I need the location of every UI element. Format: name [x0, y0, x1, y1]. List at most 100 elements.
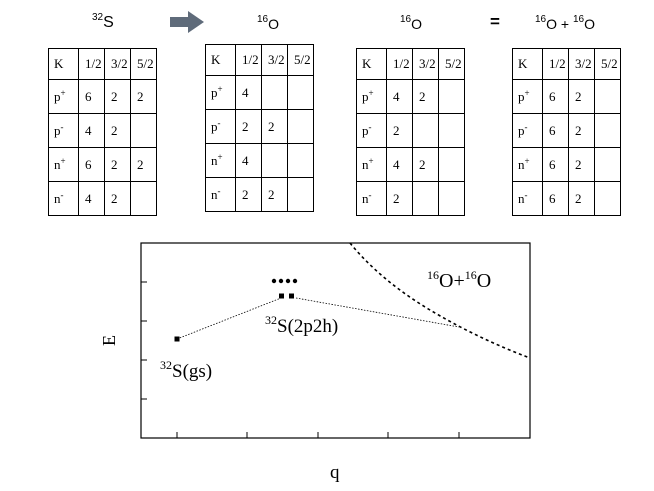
- occupation-cell: [412, 181, 439, 216]
- k-value-header-cell: 3/2: [412, 48, 439, 80]
- nucleon-label-cell: p-: [356, 113, 387, 148]
- k-header-cell: K: [205, 44, 236, 76]
- parity-sign: -: [217, 186, 221, 196]
- label-channel-sym2: O: [476, 270, 492, 292]
- nucleon-symbol: p: [211, 119, 218, 134]
- 2p2h-points: [271, 278, 298, 299]
- nucleon-symbol: n: [362, 157, 369, 172]
- occupation-cell: [261, 75, 288, 110]
- header-s32-symbol: S: [103, 14, 114, 31]
- 2p2h-dot: [271, 278, 277, 284]
- k-value-header-cell: 5/2: [594, 48, 621, 80]
- nucleon-label-cell: p-: [512, 113, 543, 148]
- label-2p2h-text: S(2p2h): [277, 316, 339, 337]
- label-channel-mass1: 16: [427, 268, 439, 282]
- plot-frame: [140, 242, 531, 439]
- parity-sign: -: [524, 122, 528, 132]
- occupation-cell: 2: [104, 147, 131, 182]
- 2p2h-dot: [292, 278, 298, 284]
- 2p2h-dot: [285, 278, 291, 284]
- nucleon-label-cell: n-: [205, 177, 236, 212]
- ground-state-point: [174, 336, 180, 342]
- k-value-header-cell: 5/2: [287, 44, 314, 76]
- occupation-cell: 2: [130, 79, 157, 114]
- occupation-cell: 2: [104, 113, 131, 148]
- parity-sign: +: [60, 156, 66, 166]
- header-sum-mass1: 16: [535, 14, 547, 25]
- occupation-cell: 2: [568, 181, 595, 216]
- nucleon-label-cell: p+: [205, 75, 236, 110]
- nucleon-symbol: n: [54, 191, 61, 206]
- right-arrow-icon: [170, 11, 204, 33]
- nucleon-label-cell: n+: [48, 147, 79, 182]
- label-2p2h-mass: 32: [265, 313, 277, 327]
- nucleon-symbol: n: [211, 187, 218, 202]
- nucleon-symbol: p: [362, 123, 369, 138]
- table-row: p-2: [356, 113, 465, 148]
- 2p2h-dot: [278, 278, 284, 284]
- header-sum-sym2: O: [584, 16, 595, 32]
- nucleon-symbol: p: [518, 123, 525, 138]
- header-sum-plus: +: [557, 16, 573, 32]
- occupation-cell: [438, 147, 465, 182]
- 2p2h-square: [279, 293, 284, 299]
- nucleon-symbol: n: [54, 157, 61, 172]
- occupation-cell: [438, 79, 465, 114]
- parity-sign: +: [368, 88, 374, 98]
- label-2p2h: 32S(2p2h): [265, 313, 338, 338]
- occupation-cell: [130, 113, 157, 148]
- nucleon-symbol: p: [54, 89, 61, 104]
- nucleon-label-cell: p+: [48, 79, 79, 114]
- nucleon-symbol: p: [518, 89, 525, 104]
- parity-sign: +: [60, 88, 66, 98]
- label-channel-sym1: O+: [439, 270, 465, 292]
- occupation-cell: [594, 147, 621, 182]
- x-axis-label: q: [330, 462, 340, 483]
- header-o16-b-mass: 16: [400, 14, 412, 25]
- occupation-cell: 2: [130, 147, 157, 182]
- parity-sign: -: [217, 118, 221, 128]
- label-o16-o16-channel: 16O+16O: [427, 268, 491, 293]
- occupation-cell: 6: [542, 79, 569, 114]
- 2p2h-square: [289, 293, 294, 299]
- label-channel-mass2: 16: [464, 268, 477, 282]
- occupation-cell: [130, 181, 157, 216]
- nucleon-label-cell: p-: [205, 109, 236, 144]
- label-gs-mass: 32: [160, 358, 172, 372]
- nucleon-symbol: n: [211, 153, 218, 168]
- occupation-cell: [594, 181, 621, 216]
- o16-o16-channel-curve: [349, 242, 531, 359]
- parity-sign: -: [368, 122, 372, 132]
- occupation-cell: [287, 109, 314, 144]
- parity-sign: +: [524, 156, 530, 166]
- header-o16-a: 16O: [257, 14, 279, 32]
- nucleon-symbol: p: [211, 85, 218, 100]
- plot-ticks: [141, 281, 460, 438]
- header-s32-mass: 32: [92, 12, 104, 23]
- parity-sign: -: [368, 190, 372, 200]
- occupation-cell: 4: [386, 79, 413, 114]
- nucleon-label-cell: n-: [356, 181, 387, 216]
- parity-sign: -: [60, 190, 64, 200]
- header-o16-a-mass: 16: [257, 14, 269, 25]
- k-value-header-cell: 5/2: [130, 48, 157, 80]
- nucleon-symbol: n: [518, 191, 525, 206]
- occupation-cell: 2: [568, 113, 595, 148]
- header-o16-b: 16O: [400, 14, 422, 32]
- parity-sign: +: [217, 152, 223, 162]
- nucleon-symbol: p: [54, 123, 61, 138]
- parity-sign: -: [524, 190, 528, 200]
